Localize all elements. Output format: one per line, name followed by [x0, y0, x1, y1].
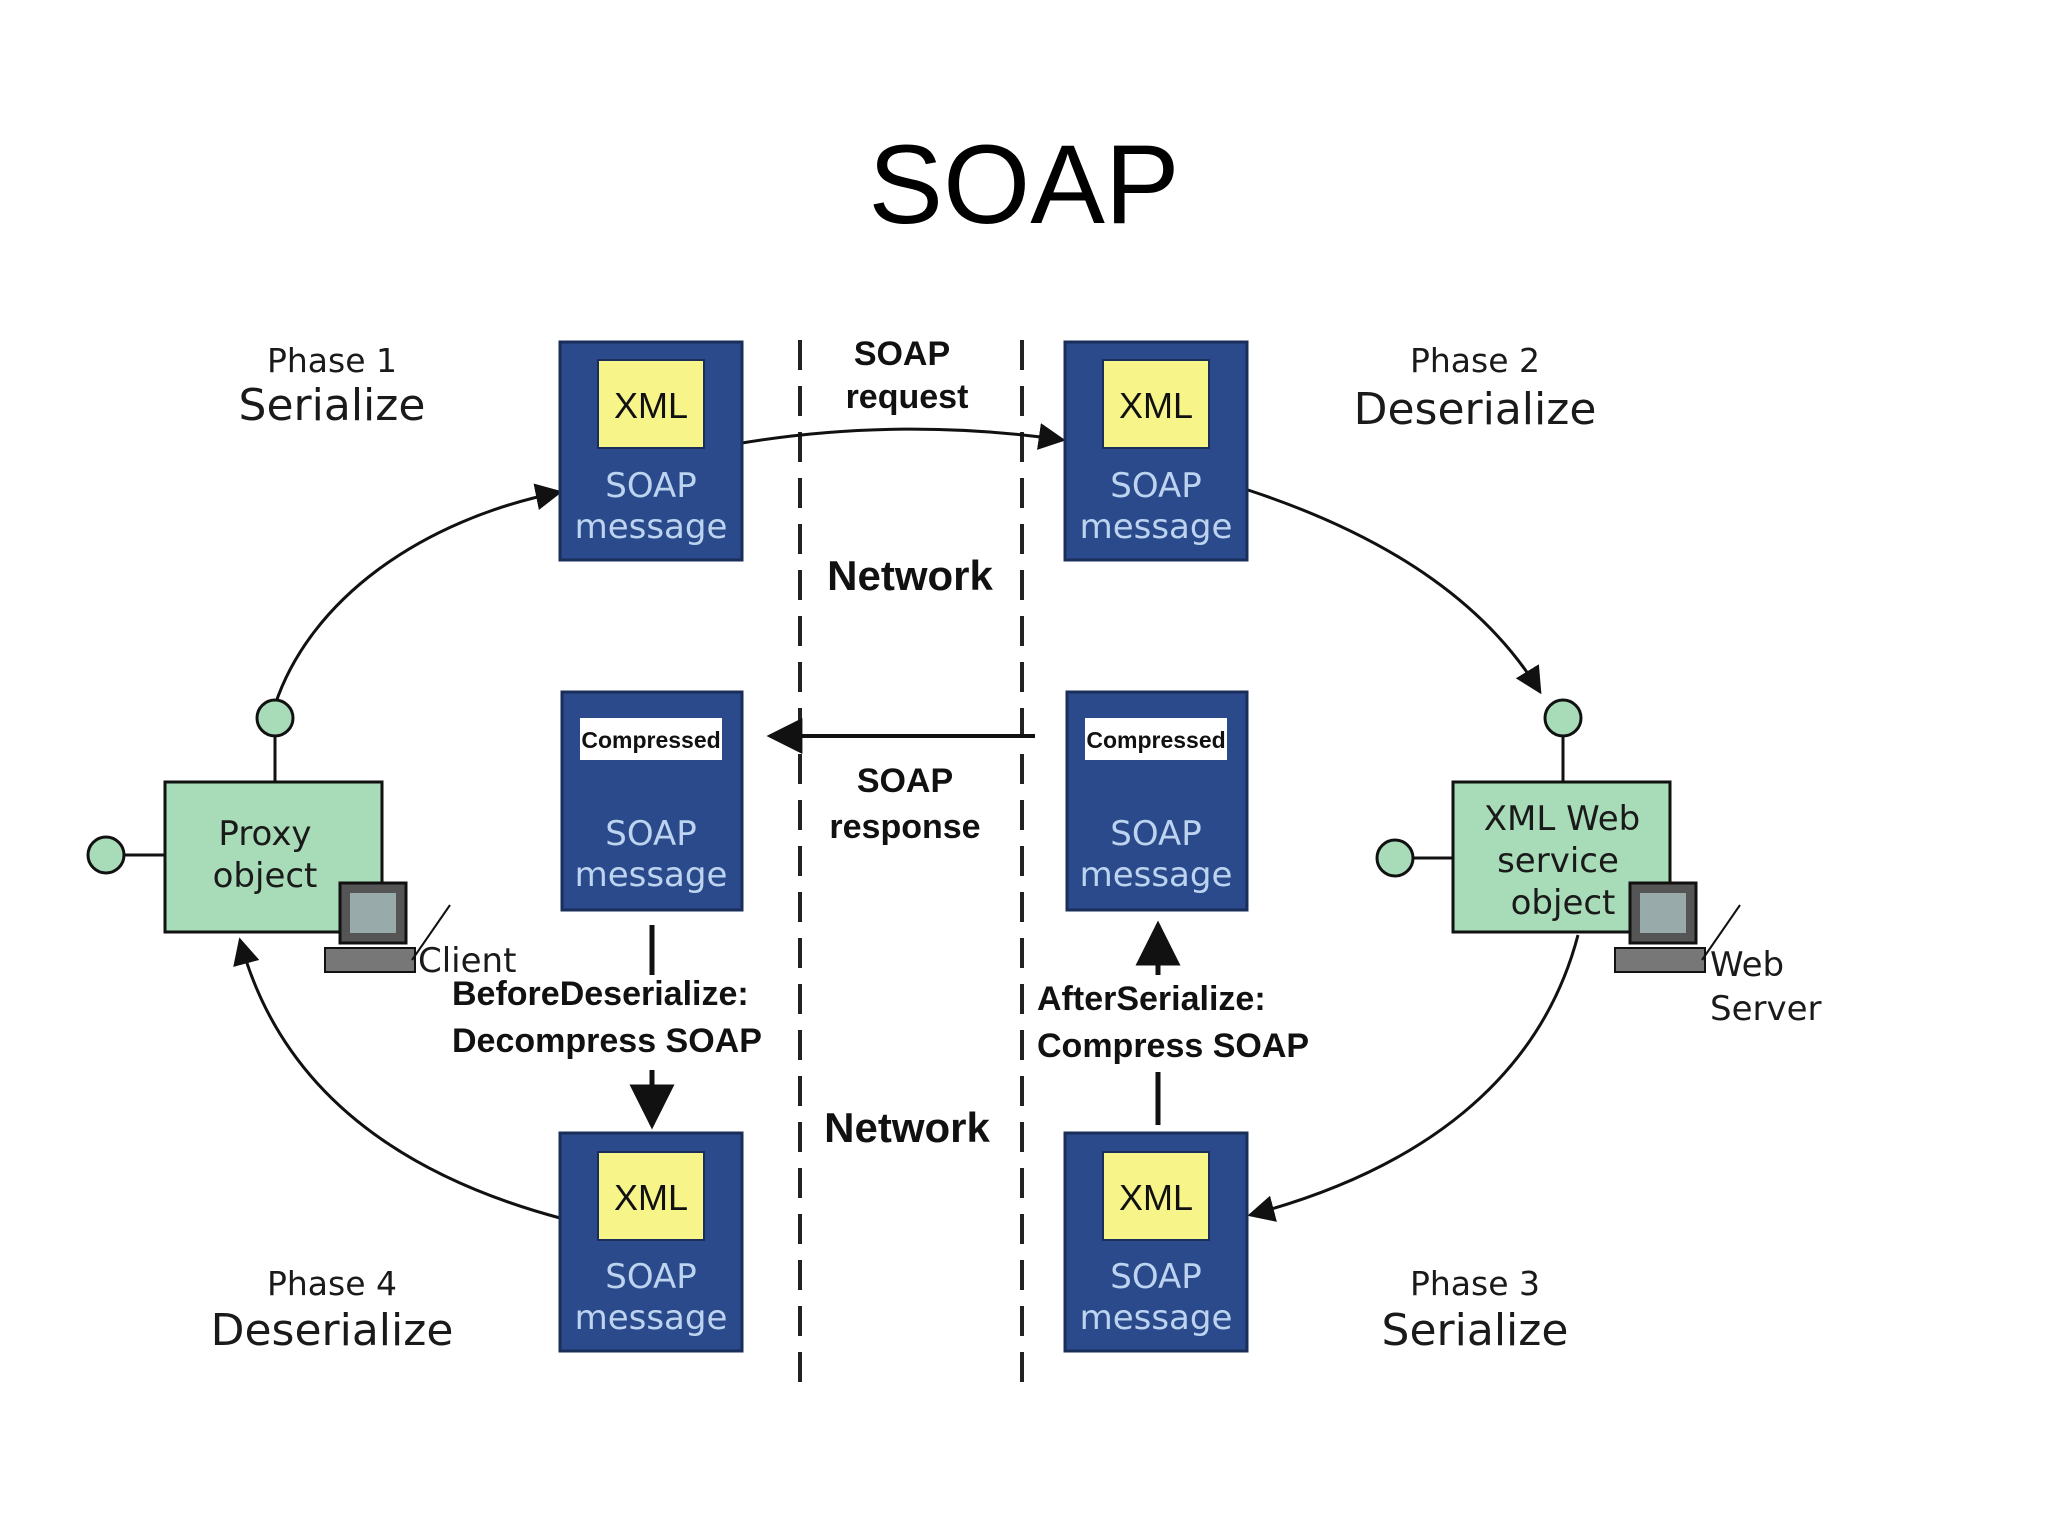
svg-text:Compressed: Compressed: [1086, 727, 1225, 753]
svg-text:SOAP: SOAP: [605, 814, 697, 854]
soap-message-compressed-server: Compressed SOAP message: [1065, 690, 1249, 912]
svg-text:SOAP: SOAP: [1110, 1257, 1202, 1297]
before-deserialize-line2: Decompress SOAP: [452, 1022, 762, 1060]
svg-text:message: message: [1080, 855, 1233, 895]
arrow-soap-request: [741, 423, 1066, 450]
svg-text:service: service: [1497, 841, 1619, 881]
arrow-proxy-to-phase1: [273, 483, 563, 706]
svg-text:Compressed: Compressed: [581, 727, 720, 753]
soap-response-line1: SOAP: [857, 762, 953, 800]
svg-text:XML: XML: [614, 385, 688, 426]
phase1-number: Phase 1: [267, 341, 397, 380]
network-label-bottom: Network: [824, 1104, 990, 1151]
proxy-object: Proxy object: [86, 698, 384, 934]
arrow-server-to-phase3: [1247, 934, 1580, 1222]
web-service-object: XML Web service object: [1375, 698, 1672, 934]
arrow-phase2-to-server: [1247, 488, 1542, 695]
proxy-interface-node-top: [255, 698, 295, 738]
svg-text:XML: XML: [1119, 1177, 1193, 1218]
phase3-name: Serialize: [1382, 1305, 1569, 1356]
phase4-name: Deserialize: [211, 1305, 454, 1356]
soap-message-compressed-client: Compressed SOAP message: [560, 690, 744, 912]
soap-request-line1: SOAP: [854, 335, 950, 373]
svg-text:XML: XML: [614, 1177, 688, 1218]
web-server-label-line1: Web: [1710, 945, 1784, 985]
soap-response-line2: response: [829, 808, 980, 846]
client-label: Client: [418, 941, 516, 981]
soap-request-line2: request: [846, 378, 969, 416]
svg-text:message: message: [575, 1298, 728, 1338]
svg-text:object: object: [1511, 883, 1616, 923]
network-label-top: Network: [827, 552, 993, 599]
svg-text:object: object: [213, 856, 318, 896]
server-interface-node-top: [1543, 698, 1583, 738]
page-title: SOAP: [868, 122, 1180, 247]
phase2-name: Deserialize: [1354, 384, 1597, 435]
after-serialize-line1: AfterSerialize:: [1037, 980, 1266, 1018]
svg-text:message: message: [575, 855, 728, 895]
svg-text:SOAP: SOAP: [605, 1257, 697, 1297]
svg-text:SOAP: SOAP: [1110, 466, 1202, 506]
web-server-label-line2: Server: [1710, 989, 1822, 1029]
svg-text:SOAP: SOAP: [605, 466, 697, 506]
svg-text:Proxy: Proxy: [218, 814, 311, 854]
server-computer-icon: [1614, 881, 1741, 973]
phase4-number: Phase 4: [267, 1264, 397, 1303]
client-computer-icon: [324, 881, 451, 973]
svg-text:message: message: [1080, 1298, 1233, 1338]
phase2-number: Phase 2: [1410, 341, 1540, 380]
svg-text:XML Web: XML Web: [1484, 799, 1641, 839]
soap-message-phase4: XML SOAP message: [558, 1131, 744, 1353]
svg-text:message: message: [575, 507, 728, 547]
before-deserialize-line1: BeforeDeserialize:: [452, 975, 749, 1013]
phase3-number: Phase 3: [1410, 1264, 1540, 1303]
svg-text:message: message: [1080, 507, 1233, 547]
soap-message-phase2: XML SOAP message: [1063, 340, 1249, 562]
after-serialize-line2: Compress SOAP: [1037, 1027, 1309, 1065]
svg-text:XML: XML: [1119, 385, 1193, 426]
phase1-name: Serialize: [239, 380, 426, 431]
proxy-interface-node-left: [86, 835, 126, 875]
svg-text:SOAP: SOAP: [1110, 814, 1202, 854]
arrow-phase4-to-proxy: [233, 937, 561, 1220]
soap-message-phase3: XML SOAP message: [1063, 1131, 1249, 1353]
server-interface-node-left: [1375, 838, 1415, 878]
soap-message-phase1: XML SOAP message: [558, 340, 744, 562]
